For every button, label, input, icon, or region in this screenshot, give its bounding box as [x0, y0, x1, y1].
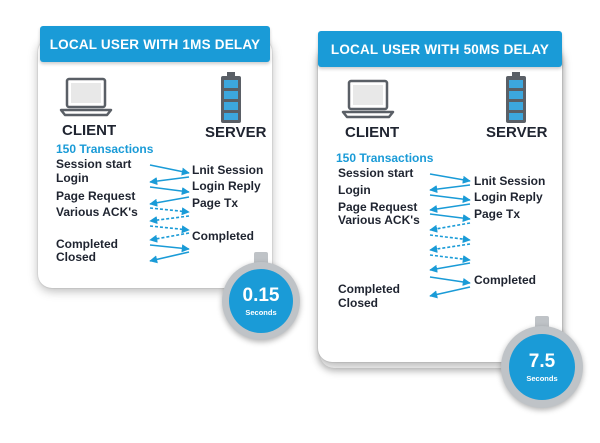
panel-50ms-client-label: CLIENT	[345, 124, 400, 141]
panel-1ms-client-label: CLIENT	[62, 122, 117, 139]
laptop-icon	[59, 77, 113, 117]
panel-1ms-transactions: 150 Transactions	[56, 142, 154, 156]
panel-50ms-client-step: Completed	[338, 282, 401, 296]
panel-50ms-client-step: Login	[338, 183, 371, 197]
battery-server-icon	[221, 72, 241, 123]
panel-1ms-server-step: Completed	[192, 229, 255, 243]
panel-1ms-server-step: Lnit Session	[192, 163, 264, 177]
timer-face: 0.15 Seconds	[229, 269, 293, 333]
panel-50ms-server-step: Login Reply	[474, 190, 543, 204]
timer-value: 0.15	[242, 284, 280, 306]
battery-server-icon	[506, 72, 526, 123]
panel-1ms-client-step: Closed	[56, 250, 97, 264]
timer-face: 7.5 Seconds	[509, 334, 575, 400]
panel-1ms-client-step: Session start	[56, 157, 132, 171]
panel-50ms-client-step: Session start	[338, 166, 414, 180]
panel-1ms-server-step: Page Tx	[192, 196, 239, 210]
panel-1ms-client-step: Various ACK's	[56, 205, 138, 219]
panel-50ms-server-step: Completed	[474, 273, 537, 287]
panel-50ms-server-label: SERVER	[486, 124, 548, 141]
timer-unit: Seconds	[245, 307, 277, 317]
panel-1ms-client-step: Login	[56, 171, 89, 185]
timer-value: 7.5	[528, 350, 556, 372]
laptop-icon	[341, 79, 395, 119]
panel-1ms-server-label: SERVER	[205, 124, 267, 141]
panel-1ms-client-step: Page Request	[56, 189, 136, 203]
panel-1ms-client-step: Completed	[56, 237, 119, 251]
panel-50ms-client-step: Page Request	[338, 200, 418, 214]
panel-50ms-client-step: Various ACK's	[338, 213, 420, 227]
stopwatch-icon: 0.15 Seconds	[222, 262, 300, 340]
timer-unit: Seconds	[526, 373, 558, 383]
panel-1ms-banner: LOCAL USER WITH 1MS DELAY	[40, 26, 270, 62]
panel-50ms-server-step: Page Tx	[474, 207, 521, 221]
panel-50ms-server-step: Lnit Session	[474, 174, 546, 188]
panel-50ms-banner: LOCAL USER WITH 50MS DELAY	[318, 31, 562, 67]
panel-50ms-client-step: Closed	[338, 296, 379, 310]
stopwatch-icon: 7.5 Seconds	[501, 326, 583, 408]
panel-50ms-transactions: 150 Transactions	[336, 151, 434, 165]
panel-1ms-server-step: Login Reply	[192, 179, 261, 193]
